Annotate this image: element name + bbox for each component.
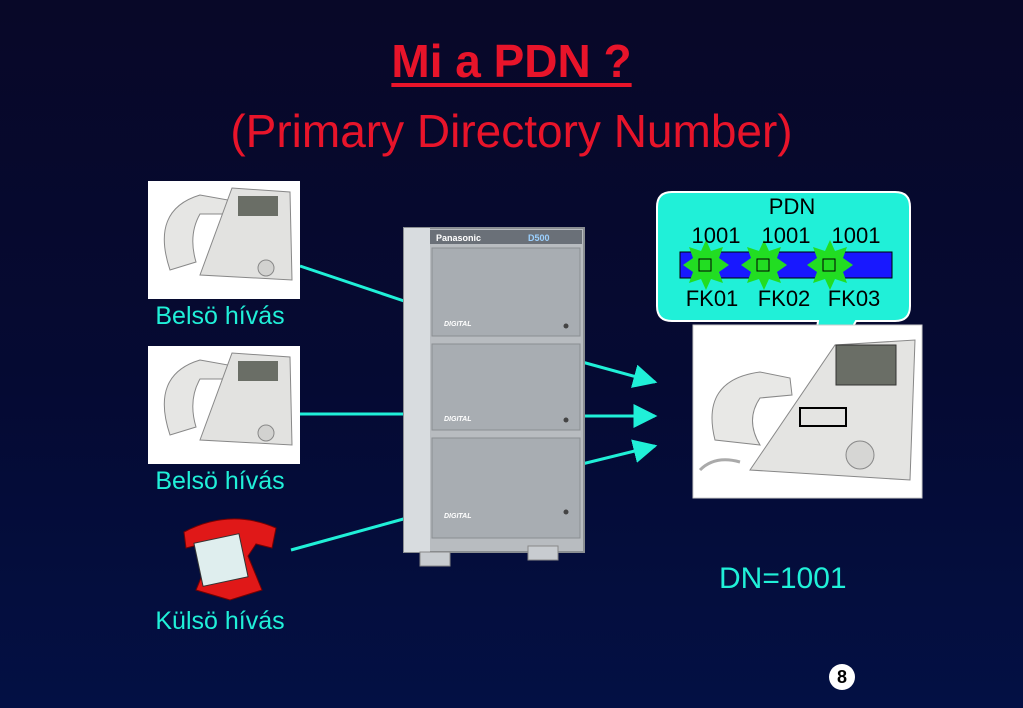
label-internal-call-1: Belsö hívás — [155, 302, 285, 330]
dn-label: DN=1001 — [719, 562, 847, 595]
pdn-header: PDN — [768, 194, 816, 219]
connector-line-1 — [299, 264, 408, 304]
slide-number: 8 — [829, 664, 855, 690]
pbx-module-label-1: DIGITAL — [444, 321, 471, 328]
connector-line-3 — [290, 516, 408, 552]
fk01-label: FK01 — [685, 286, 739, 311]
phone-photo-2 — [148, 346, 300, 464]
led-fk01-icon — [683, 240, 729, 290]
label-internal-call-2: Belsö hívás — [155, 467, 285, 495]
arrow-3 — [581, 439, 658, 466]
slide-title: Mi a PDN ? — [391, 35, 632, 87]
pbx-model: D500 — [528, 233, 550, 243]
pdn-number-1: 1001 — [691, 223, 741, 248]
phone-photo-1 — [148, 181, 300, 299]
arrow-1 — [581, 360, 658, 388]
fk03-label: FK03 — [827, 286, 881, 311]
led-fk03-icon — [807, 240, 853, 290]
pdn-callout — [656, 191, 911, 413]
external-phone-icon — [183, 518, 277, 601]
pdn-number-3: 1001 — [831, 223, 881, 248]
pbx-module-label-3: DIGITAL — [444, 513, 471, 520]
pbx-module-label-2: DIGITAL — [444, 416, 471, 423]
pbx-cabinet: Panasonic D500 DIGITAL DIGITAL DIGITAL — [403, 227, 585, 567]
slide-subtitle: (Primary Directory Number) — [230, 105, 793, 157]
label-external-call: Külsö hívás — [155, 607, 285, 635]
pbx-brand: Panasonic — [436, 233, 481, 243]
pdn-number-2: 1001 — [761, 223, 811, 248]
target-phone-photo — [692, 324, 923, 499]
fk02-label: FK02 — [757, 286, 811, 311]
led-fk02-icon — [741, 240, 787, 290]
